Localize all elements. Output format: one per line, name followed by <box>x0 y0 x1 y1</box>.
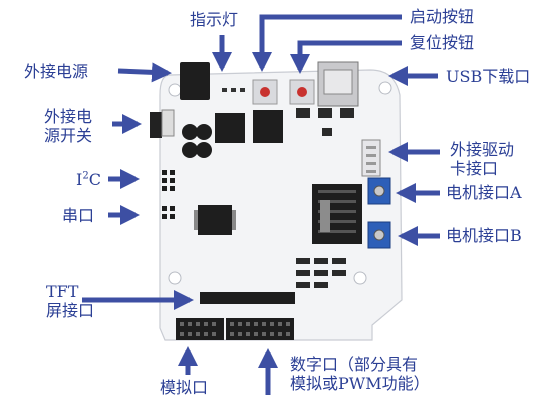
label-power-switch-line1: 外接电 <box>44 107 93 126</box>
label-i2c-sup: 2 <box>82 170 89 182</box>
label-tft: TFT 屏接口 <box>46 282 94 320</box>
callout-arrows <box>82 14 440 395</box>
microcontroller <box>198 205 232 235</box>
label-i2c-prefix: I <box>76 170 83 189</box>
indicator-leds <box>222 88 245 92</box>
motor-b-terminal <box>367 221 391 249</box>
label-reset-button: 复位按钮 <box>410 33 475 52</box>
label-digital-line1: 数字口（部分具有 <box>290 355 419 374</box>
regulator-1 <box>215 113 245 143</box>
power-switch <box>150 112 162 138</box>
label-ext-power: 外接电源 <box>24 62 89 81</box>
label-usb-download: USB下载口 <box>446 67 531 86</box>
regulator-2 <box>253 110 283 143</box>
label-ext-driver: 外接驱动 卡接口 <box>450 140 514 178</box>
label-ext-driver-line2: 卡接口 <box>450 159 499 178</box>
component-array <box>296 258 346 288</box>
label-power-switch: 外接电 源开关 <box>44 107 92 145</box>
motor-a-terminal <box>367 177 391 205</box>
arrow-start <box>252 14 402 72</box>
label-digital-port: 数字口（部分具有 模拟或PWM功能） <box>290 355 430 393</box>
arrow-ext-power <box>117 62 172 83</box>
label-i2c: I2C <box>76 170 101 189</box>
label-analog-port: 模拟口 <box>160 378 209 397</box>
power-jack <box>180 62 210 100</box>
label-ext-driver-line1: 外接驱动 <box>450 140 515 159</box>
capacitors <box>182 124 212 158</box>
mounting-holes <box>168 81 392 285</box>
reset-button-part <box>289 79 315 105</box>
label-tft-line2: 屏接口 <box>46 301 95 320</box>
arrow-reset <box>290 40 402 74</box>
label-motor-b: 电机接口B <box>446 226 522 245</box>
analog-header <box>176 318 224 340</box>
label-start-button: 启动按钮 <box>410 7 475 26</box>
start-button-part <box>252 79 278 105</box>
label-power-switch-line2: 源开关 <box>44 126 93 145</box>
label-serial: 串口 <box>62 206 95 225</box>
tft-header <box>200 292 295 304</box>
small-chips <box>296 108 354 136</box>
digital-header <box>226 318 294 340</box>
i2c-header <box>162 170 175 191</box>
label-digital-line2: 模拟或PWM功能） <box>290 374 430 393</box>
label-motor-a: 电机接口A <box>446 183 522 202</box>
label-i2c-suffix: C <box>88 170 101 189</box>
serial-header <box>162 206 175 219</box>
label-indicator-light: 指示灯 <box>190 10 239 29</box>
label-tft-line1: TFT <box>46 282 79 301</box>
